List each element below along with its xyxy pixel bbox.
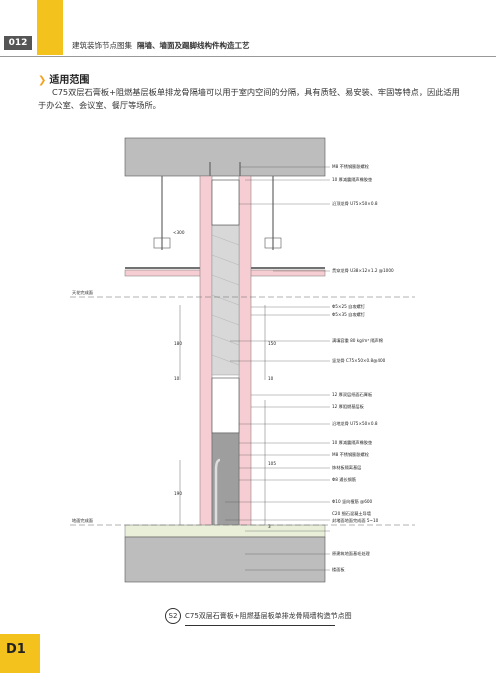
rebar bbox=[214, 458, 221, 555]
hanger-clips bbox=[153, 237, 282, 249]
dimension-text: 105 bbox=[268, 461, 276, 466]
header-title: 建筑装饰节点图集隔墙、墙面及踢脚线构件构造工艺 bbox=[72, 40, 250, 51]
corner-tab: D1 bbox=[0, 634, 40, 673]
floor-slab bbox=[124, 536, 326, 583]
section-drawing: 天花完成面 地面完成面 <300 180 150 10 10 105 190 3… bbox=[70, 137, 415, 583]
callout-label: M8 不锈钢膨胀螺栓 bbox=[332, 163, 370, 170]
chevron-right-icon: ❯ bbox=[38, 75, 47, 86]
header-tab bbox=[37, 0, 63, 55]
page-header: 012 建筑装饰节点图集隔墙、墙面及踢脚线构件构造工艺 bbox=[0, 0, 496, 58]
callout-label: C20 细石混凝土导墙 bbox=[332, 510, 371, 517]
dimension-text: 180 bbox=[174, 341, 182, 346]
callout-label: 竖龙骨 C75×50×0.8@400 bbox=[332, 357, 386, 364]
callout-label: Φ8 通长钢筋 bbox=[332, 476, 356, 483]
dimension-text: 190 bbox=[174, 491, 182, 496]
callout-label: Φ5×35 自攻螺钉 bbox=[332, 311, 366, 318]
header-rule bbox=[0, 56, 496, 57]
callout-label: 楼面板 bbox=[332, 566, 345, 573]
top-track bbox=[211, 179, 240, 226]
dimension-text: 10 bbox=[174, 376, 180, 381]
callout-label: 饰材板隔离基层 bbox=[332, 464, 361, 471]
callout-label: 贯穿龙骨 U38×12×1.2 @1000 bbox=[332, 267, 394, 274]
ceiling-board-left bbox=[124, 269, 209, 277]
page-number: 012 bbox=[4, 36, 32, 50]
callout-label: 12 厚阻燃基层板 bbox=[332, 403, 365, 410]
callout-label: 10 厚减震隔声橡胶垫 bbox=[332, 176, 373, 183]
ceiling-level-label: 天花完成面 bbox=[72, 289, 93, 296]
callout-label: Φ10 竖向植筋 @600 bbox=[332, 498, 373, 505]
caption-text: C75双层石膏板+阻燃基层板单排龙骨隔墙构造节点图 bbox=[185, 612, 352, 620]
floor-level-label: 地面完成面 bbox=[72, 517, 93, 524]
dimension-text: 10 bbox=[268, 376, 274, 381]
caption-rule bbox=[185, 625, 335, 626]
caption-badge: S2 bbox=[165, 608, 181, 624]
callout-label: Φ5×25 自攻螺钉 bbox=[332, 303, 366, 310]
callout-label: 封堵面地面完成面 5~10 bbox=[332, 517, 379, 524]
bottom-track bbox=[211, 377, 240, 434]
dimension-text: 150 bbox=[268, 341, 276, 346]
dimension-text: 3 bbox=[268, 524, 271, 529]
callout-label: M8 不锈钢膨胀螺栓 bbox=[332, 451, 370, 458]
section-title-text: 适用范围 bbox=[49, 75, 90, 86]
callout-label: 沿顶龙骨 U75×50×0.8 bbox=[332, 200, 378, 207]
book-title: 建筑装饰节点图集 bbox=[72, 41, 132, 50]
wall-board-left bbox=[199, 175, 213, 532]
wall-board-right bbox=[238, 175, 252, 532]
section-title: ❯适用范围 bbox=[38, 71, 89, 86]
section-paragraph: C75双层石膏板+阻燃基层板单排龙骨隔墙可以用于室内空间的分隔，具有质轻、易安装… bbox=[38, 87, 460, 110]
figure-caption: S2 C75双层石膏板+阻燃基层板单排龙骨隔墙构造节点图 bbox=[165, 608, 352, 624]
callout-label: 满填容重 80 kg/m³ 隔声棉 bbox=[332, 337, 383, 344]
callout-label: 原建筑地面基毛处理 bbox=[332, 550, 371, 557]
callout-label: 沿地龙骨 U75×50×0.8 bbox=[332, 420, 378, 427]
dimension-text: <300 bbox=[173, 230, 185, 235]
chapter-title: 隔墙、墙面及踢脚线构件构造工艺 bbox=[137, 41, 250, 50]
corner-label: D1 bbox=[6, 642, 26, 657]
ceiling-slab bbox=[124, 137, 326, 177]
callout-label: 12 厚双层纸面石膏板 bbox=[332, 391, 373, 398]
callout-label: 10 厚减震隔声橡胶垫 bbox=[332, 439, 373, 446]
